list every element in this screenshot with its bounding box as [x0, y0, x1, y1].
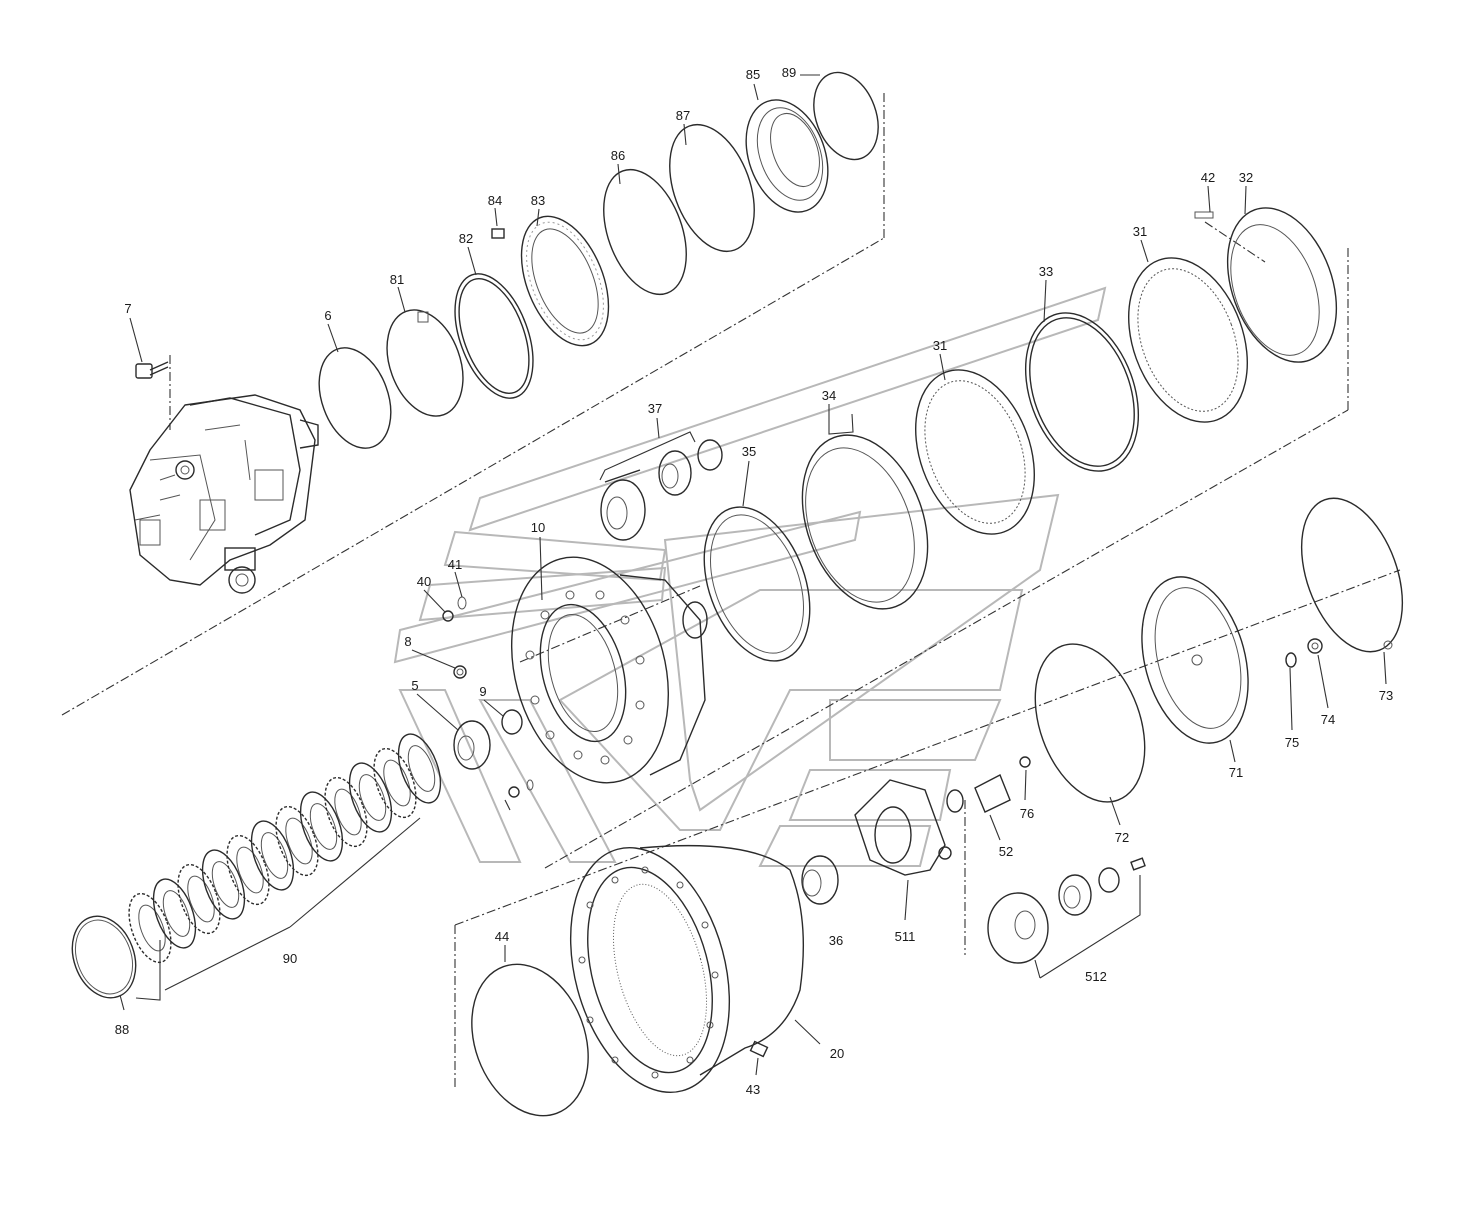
label-84: 84: [488, 193, 502, 208]
clutch-disc-bore: [138, 904, 166, 952]
part-labels: 7 6 81 82 84 83 86 87 85 89 42 32 31 33 …: [115, 65, 1393, 1097]
leader-lines: [119, 74, 1387, 1076]
gear-set-512: [987, 857, 1146, 964]
clutch-disc-bore: [309, 803, 338, 850]
watermark-logo: [393, 286, 1107, 867]
bolt-7: [135, 361, 169, 379]
clutch-disc: [348, 762, 393, 833]
clutch-disc: [373, 747, 417, 819]
clutch-disc-bore: [285, 817, 313, 865]
label-7: 7: [124, 301, 131, 316]
clutch-disc: [299, 791, 344, 862]
label-10: 10: [531, 520, 545, 535]
label-42: 42: [1201, 170, 1215, 185]
planet-carrier-511: [801, 779, 952, 905]
clutch-disc: [177, 863, 221, 935]
clutch-disc-bore: [211, 861, 240, 908]
clutch-disc: [397, 733, 442, 804]
bearing-37: [600, 439, 723, 541]
label-43: 43: [746, 1082, 760, 1097]
clutch-disc: [250, 820, 295, 891]
label-31-lower: 31: [933, 338, 947, 353]
label-82: 82: [459, 231, 473, 246]
clutch-disc: [201, 849, 246, 920]
label-5: 5: [411, 678, 418, 693]
label-6: 6: [324, 308, 331, 323]
clutch-disc-bore: [187, 875, 215, 923]
bearing-rings: [703, 207, 1338, 662]
clutch-disc-bore: [383, 759, 411, 807]
assembly-axes: [61, 92, 1401, 1088]
ring-88: [71, 915, 137, 999]
label-87: 87: [676, 108, 690, 123]
clutch-disc: [324, 776, 368, 848]
ring-gear-20: [569, 844, 805, 1093]
clutch-disc-bore: [162, 890, 191, 937]
small-parts-left: [442, 596, 534, 798]
clutch-disc: [152, 878, 197, 949]
label-52: 52: [999, 844, 1013, 859]
ring-44: [471, 963, 589, 1117]
label-41: 41: [448, 557, 462, 572]
label-90: 90: [283, 951, 297, 966]
clutch-disc: [226, 834, 270, 906]
label-44: 44: [495, 929, 509, 944]
label-85: 85: [746, 67, 760, 82]
label-86: 86: [611, 148, 625, 163]
upper-ring-row: [318, 71, 879, 449]
label-37: 37: [648, 401, 662, 416]
label-31-upper: 31: [1133, 224, 1147, 239]
label-71: 71: [1229, 765, 1243, 780]
clutch-disc: [128, 892, 172, 964]
label-8: 8: [404, 634, 411, 649]
label-35: 35: [742, 444, 756, 459]
label-76: 76: [1020, 806, 1034, 821]
bolt-43: [749, 1040, 769, 1058]
clutch-disc-bore: [260, 832, 289, 879]
clutch-disc-bore: [407, 745, 436, 792]
label-89: 89: [782, 65, 796, 80]
label-32: 32: [1239, 170, 1253, 185]
label-9: 9: [479, 684, 486, 699]
clutch-disc-bore: [334, 788, 362, 836]
carrier-10: [510, 556, 708, 784]
clutch-disc-bore: [236, 846, 264, 894]
label-33: 33: [1039, 264, 1053, 279]
disc-stack-90: [128, 733, 442, 964]
hydraulic-motor: [129, 394, 319, 594]
sun-gear-52: [946, 756, 1031, 813]
label-74: 74: [1321, 712, 1335, 727]
label-88: 88: [115, 1022, 129, 1037]
label-34: 34: [822, 388, 836, 403]
clutch-disc-bore: [358, 774, 387, 821]
end-cover-71: [1034, 497, 1404, 803]
label-72: 72: [1115, 830, 1129, 845]
label-20: 20: [830, 1046, 844, 1061]
label-511: 511: [895, 929, 916, 944]
label-512: 512: [1085, 969, 1107, 984]
label-75: 75: [1285, 735, 1299, 750]
label-83: 83: [531, 193, 545, 208]
label-36: 36: [829, 933, 843, 948]
label-81: 81: [390, 272, 404, 287]
label-73: 73: [1379, 688, 1393, 703]
clutch-disc: [275, 805, 319, 877]
label-40: 40: [417, 574, 431, 589]
